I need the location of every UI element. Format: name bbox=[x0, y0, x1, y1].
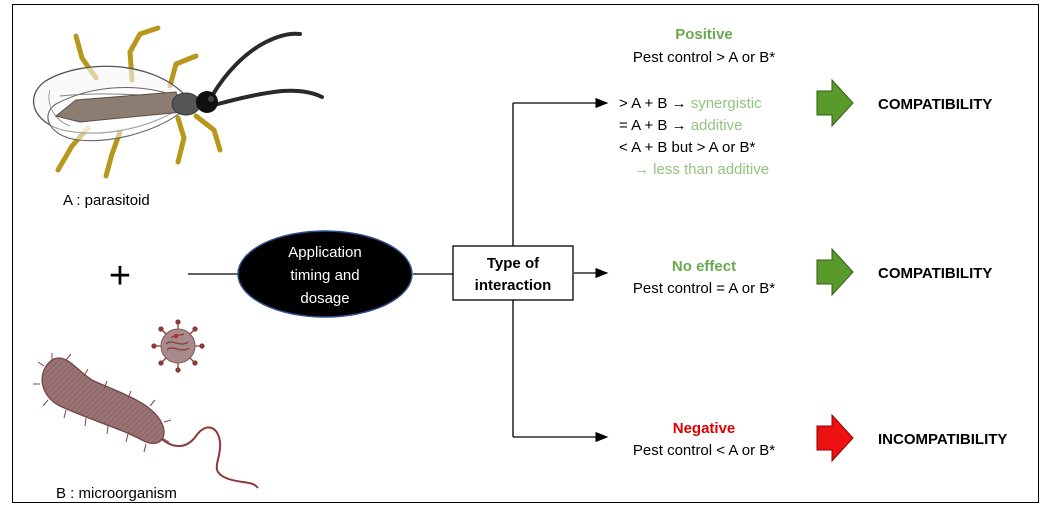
application-line1: Application bbox=[288, 244, 361, 261]
incompatibility-arrow-icon bbox=[816, 413, 854, 463]
application-node bbox=[237, 230, 413, 318]
virus-icon bbox=[151, 319, 205, 373]
positive-row-less-than: < A + B but > A or B* bbox=[619, 139, 756, 156]
application-line3: dosage bbox=[300, 290, 349, 307]
plus-sign: + bbox=[109, 255, 131, 297]
negative-subtitle: Pest control < A or B* bbox=[633, 442, 775, 459]
interaction-node bbox=[452, 245, 574, 301]
compatibility-arrow-icon bbox=[816, 78, 854, 128]
no-effect-result: COMPATIBILITY bbox=[878, 265, 992, 282]
compatibility-arrow-icon bbox=[816, 247, 854, 297]
positive-row-synergistic: > A + B → synergistic bbox=[619, 95, 762, 112]
interaction-line1: Type of bbox=[487, 255, 540, 272]
negative-result: INCOMPATIBILITY bbox=[878, 431, 1007, 448]
positive-subtitle: Pest control > A or B* bbox=[633, 49, 775, 66]
interaction-line2: interaction bbox=[475, 277, 552, 294]
positive-row-less-than-additive: → less than additive bbox=[634, 161, 769, 178]
parasitoid-label: A : parasitoid bbox=[63, 192, 150, 209]
application-line2: timing and bbox=[290, 267, 359, 284]
positive-row-additive: = A + B → additive bbox=[619, 117, 742, 134]
bacterium-icon bbox=[33, 353, 259, 489]
positive-title: Positive bbox=[675, 26, 733, 43]
positive-result: COMPATIBILITY bbox=[878, 96, 992, 113]
no-effect-subtitle: Pest control = A or B* bbox=[633, 280, 775, 297]
no-effect-title: No effect bbox=[672, 258, 736, 275]
diagram-frame bbox=[12, 4, 1039, 503]
negative-title: Negative bbox=[673, 420, 736, 437]
microorganism-label: B : microorganism bbox=[56, 485, 177, 502]
parasitoid-wasp-icon bbox=[32, 25, 324, 179]
